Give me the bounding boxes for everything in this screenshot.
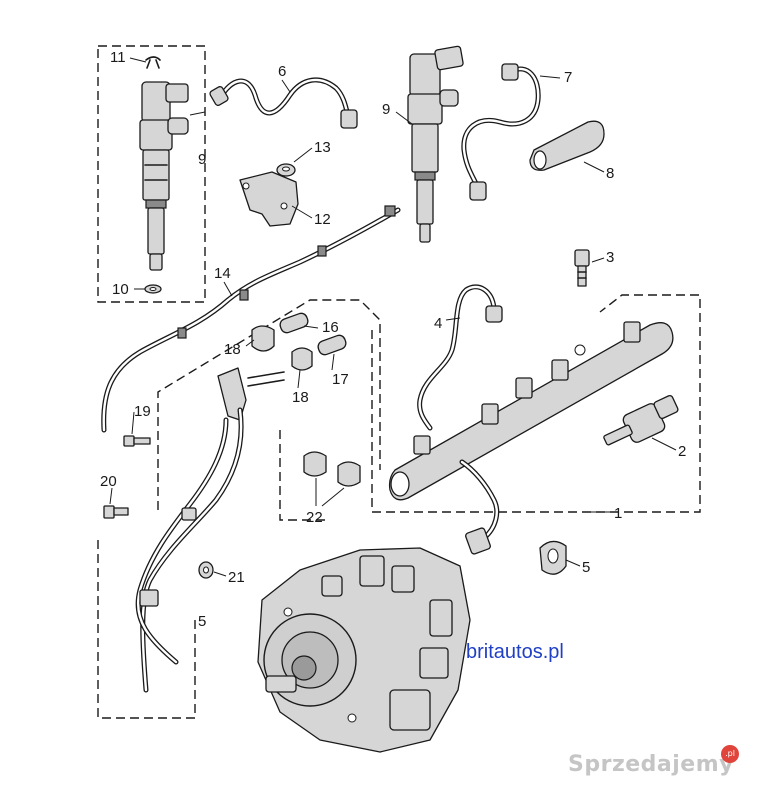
callout-labels: 11 9 10 6 13 12 14 9 7 8 3 4 2 1 5 16 18… — [100, 49, 686, 630]
callout-1: 1 — [614, 505, 622, 522]
sleeve-17 — [317, 334, 347, 356]
callout-9-left: 9 — [198, 151, 206, 168]
nut-13 — [276, 163, 296, 177]
callout-13: 13 — [314, 139, 331, 156]
callout-17: 17 — [332, 371, 349, 388]
callout-20: 20 — [100, 473, 117, 490]
clamp-5 — [539, 540, 567, 575]
return-pipe-assembly — [135, 367, 285, 693]
bracket-12 — [239, 171, 299, 227]
injector-left — [139, 81, 189, 271]
washer-21 — [198, 561, 214, 579]
clip-22-left — [303, 451, 327, 477]
washer-10 — [144, 284, 162, 294]
callout-16: 16 — [322, 319, 339, 336]
bolt-19 — [123, 435, 151, 447]
high-pressure-pump — [257, 547, 471, 753]
clip-18-upper — [251, 325, 275, 352]
callout-18-lower: 18 — [292, 389, 309, 406]
leader-lines — [109, 57, 677, 577]
sleeve-8 — [529, 120, 605, 171]
callout-2: 2 — [678, 443, 686, 460]
pressure-sensor-2 — [603, 394, 679, 446]
callout-7: 7 — [564, 69, 572, 86]
callout-18-upper: 18 — [224, 341, 241, 358]
bolt-20 — [103, 505, 129, 519]
callout-8: 8 — [606, 165, 614, 182]
fuel-rail-1 — [388, 321, 674, 501]
callout-21: 21 — [228, 569, 245, 586]
callout-6: 6 — [278, 63, 286, 80]
site-watermark: britautos.pl — [466, 641, 564, 663]
callout-22: 22 — [306, 509, 323, 526]
callout-19: 19 — [134, 403, 151, 420]
callout-14: 14 — [214, 265, 231, 282]
callout-5-right: 5 — [582, 559, 590, 576]
feed-pipe — [459, 459, 500, 555]
rail-ports — [413, 321, 641, 455]
clip-18-lower — [291, 347, 313, 371]
clip-22-right — [337, 461, 361, 487]
pipe-7 — [461, 63, 541, 201]
callout-12: 12 — [314, 211, 331, 228]
callout-4: 4 — [434, 315, 442, 332]
group-outlines — [97, 45, 701, 719]
callout-9-right: 9 — [382, 101, 390, 118]
leakoff-pipe-14 — [101, 205, 401, 433]
injector-right — [407, 45, 464, 243]
callout-5-left: 5 — [198, 613, 206, 630]
callout-11: 11 — [110, 49, 126, 66]
callout-3: 3 — [606, 249, 614, 266]
callout-10: 10 — [112, 281, 129, 298]
pipe-4 — [417, 284, 503, 431]
sleeve-16 — [279, 312, 309, 334]
clip-11 — [145, 56, 161, 69]
brand-watermark: Sprzedajemy — [568, 752, 734, 777]
bolt-3 — [574, 249, 590, 287]
brand-badge-icon: .pl — [721, 745, 739, 763]
pipe-6 — [209, 77, 358, 129]
